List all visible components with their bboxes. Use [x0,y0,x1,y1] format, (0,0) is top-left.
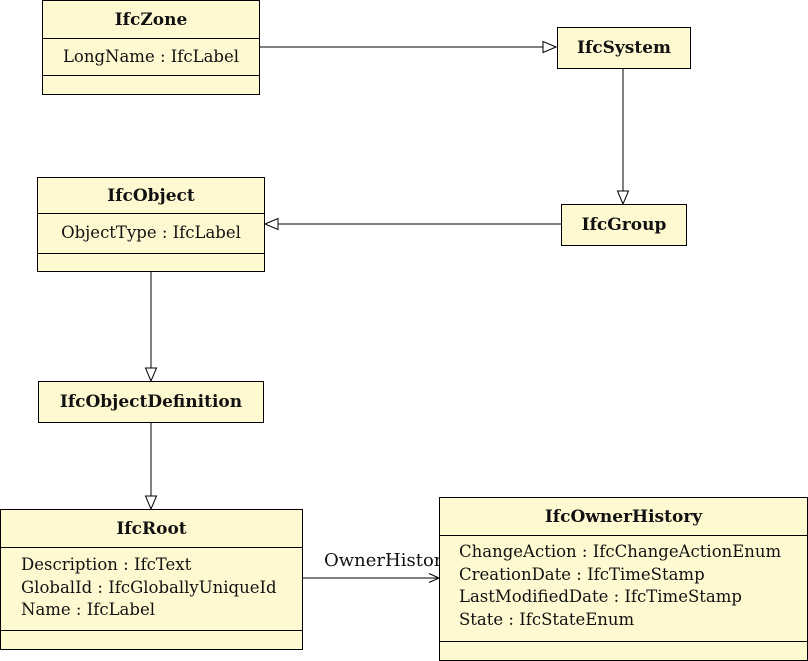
class-name: IfcRoot [1,510,302,548]
generalization-system-to-group [616,68,630,206]
class-attributes: LongName : IfcLabel [43,39,259,76]
generalization-objectdefinition-to-root [144,422,158,511]
class-ifcroot[interactable]: IfcRoot Description : IfcText GlobalId :… [0,509,303,650]
attribute: State : IfcStateEnum [459,609,635,629]
class-ifcgroup[interactable]: IfcGroup [561,204,687,246]
generalization-group-to-object [263,217,561,231]
class-ifcownerhistory[interactable]: IfcOwnerHistory ChangeAction : IfcChange… [439,497,808,661]
attribute: LastModifiedDate : IfcTimeStamp [459,587,742,606]
class-name: IfcObject [38,178,264,214]
class-name: IfcSystem [577,38,671,58]
association-label-owner-history: OwnerHistory [324,550,453,571]
attribute: ObjectType : IfcLabel [61,223,241,243]
class-name: IfcZone [43,1,259,39]
class-attributes: ChangeAction : IfcChangeActionEnum Creat… [440,536,807,642]
association-root-to-ownerhistory [302,573,441,583]
attribute: ChangeAction : IfcChangeActionEnum [459,542,782,561]
attribute: CreationDate : IfcTimeStamp [459,564,705,584]
attribute: GlobalId : IfcGloballyUniqueId [21,577,277,597]
class-name: IfcObjectDefinition [59,392,243,412]
attribute: Description : IfcText [21,555,192,574]
class-attributes: ObjectType : IfcLabel [38,214,264,254]
class-ifcobjectdefinition[interactable]: IfcObjectDefinition [38,381,264,423]
class-ifcsystem[interactable]: IfcSystem [557,27,691,69]
class-name: IfcOwnerHistory [440,498,807,536]
generalization-object-to-objectdefinition [144,272,158,383]
class-ifcobject[interactable]: IfcObject ObjectType : IfcLabel [37,177,265,272]
class-ifczone[interactable]: IfcZone LongName : IfcLabel [42,0,260,95]
class-attributes: Description : IfcText GlobalId : IfcGlob… [1,548,302,631]
attribute: LongName : IfcLabel [62,46,240,66]
attribute: Name : IfcLabel [21,600,155,619]
class-name: IfcGroup [581,215,667,235]
generalization-zone-to-system [259,40,558,54]
